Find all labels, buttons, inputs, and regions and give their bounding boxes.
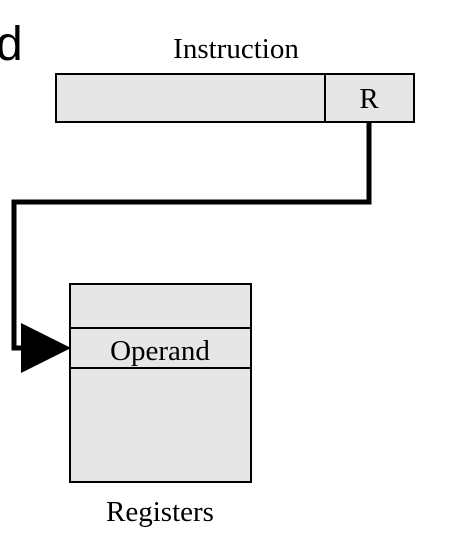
operand-label: Operand — [110, 335, 210, 367]
register-pointer-arrow — [11, 122, 372, 373]
partial-heading-text: d — [0, 18, 23, 71]
instruction-box — [55, 73, 415, 123]
register-field-label: R — [359, 83, 379, 115]
instruction-label: Instruction — [173, 33, 299, 65]
registers-label: Registers — [106, 496, 214, 528]
registers-block — [69, 283, 252, 483]
